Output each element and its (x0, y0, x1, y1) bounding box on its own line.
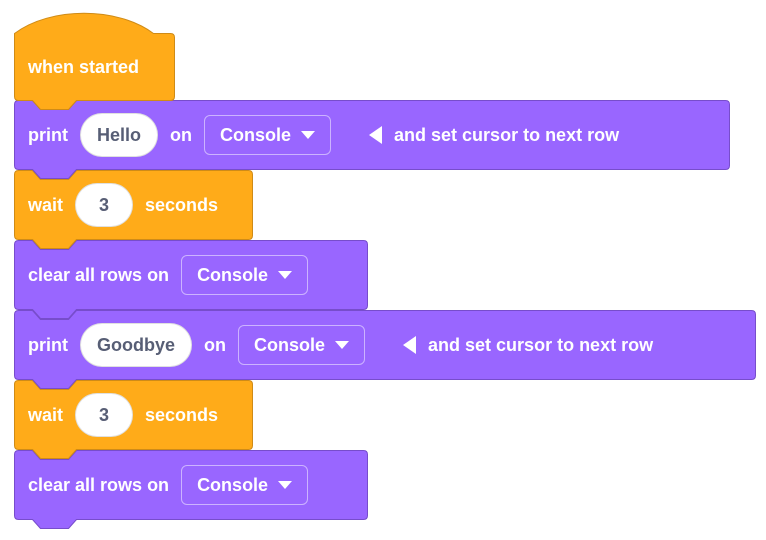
block-label-seconds: seconds (145, 195, 219, 215)
block-clear-rows-2[interactable]: clear all rows on Console (14, 450, 369, 530)
text-input-value: Goodbye (97, 335, 176, 355)
console-dropdown[interactable]: Console (181, 255, 309, 295)
number-input[interactable]: 3 (75, 183, 134, 227)
dropdown-value: Console (254, 335, 326, 355)
collapse-arrow-icon[interactable] (403, 336, 417, 354)
hat-block-shape (14, 12, 175, 110)
stack-block-shape (14, 450, 368, 529)
block-label-print: print (28, 335, 68, 355)
stack-block-shape (14, 170, 253, 249)
block-print-hello[interactable]: print Hello on Console and set cursor to… (14, 100, 731, 180)
block-label-wait: wait (28, 195, 64, 215)
console-dropdown[interactable]: Console (181, 465, 309, 505)
block-label-on: on (204, 335, 227, 355)
text-input-value: Hello (97, 125, 142, 145)
stack-block-shape (14, 380, 253, 459)
caret-down-icon (278, 271, 293, 279)
block-label-print: print (28, 125, 68, 145)
stack-block-shape (14, 310, 756, 389)
block-label: when started (28, 57, 140, 77)
block-label-suffix: and set cursor to next row (428, 335, 654, 355)
console-dropdown[interactable]: Console (204, 115, 332, 155)
block-label-suffix: and set cursor to next row (394, 125, 620, 145)
console-dropdown[interactable]: Console (238, 325, 366, 365)
block-clear-rows-1[interactable]: clear all rows on Console (14, 240, 369, 320)
block-label-on: on (170, 125, 193, 145)
block-label-clear: clear all rows on (28, 475, 170, 495)
collapse-arrow-icon[interactable] (369, 126, 383, 144)
stack-block-shape (14, 240, 368, 319)
caret-down-icon (335, 341, 350, 349)
block-label-seconds: seconds (145, 405, 219, 425)
dropdown-value: Console (197, 265, 269, 285)
number-input-value: 3 (99, 195, 110, 215)
block-label-clear: clear all rows on (28, 265, 170, 285)
caret-down-icon (278, 481, 293, 489)
caret-down-icon (301, 131, 316, 139)
number-input-value: 3 (99, 405, 110, 425)
block-wait-seconds-1[interactable]: wait 3 seconds (14, 170, 254, 250)
dropdown-value: Console (220, 125, 292, 145)
number-input[interactable]: 3 (75, 393, 134, 437)
block-print-goodbye[interactable]: print Goodbye on Console and set cursor … (14, 310, 757, 390)
block-wait-seconds-2[interactable]: wait 3 seconds (14, 380, 254, 460)
block-label-wait: wait (28, 405, 64, 425)
block-when-started[interactable]: when started (14, 12, 176, 111)
text-input[interactable]: Hello (80, 113, 159, 157)
text-input[interactable]: Goodbye (80, 323, 193, 367)
dropdown-value: Console (197, 475, 269, 495)
